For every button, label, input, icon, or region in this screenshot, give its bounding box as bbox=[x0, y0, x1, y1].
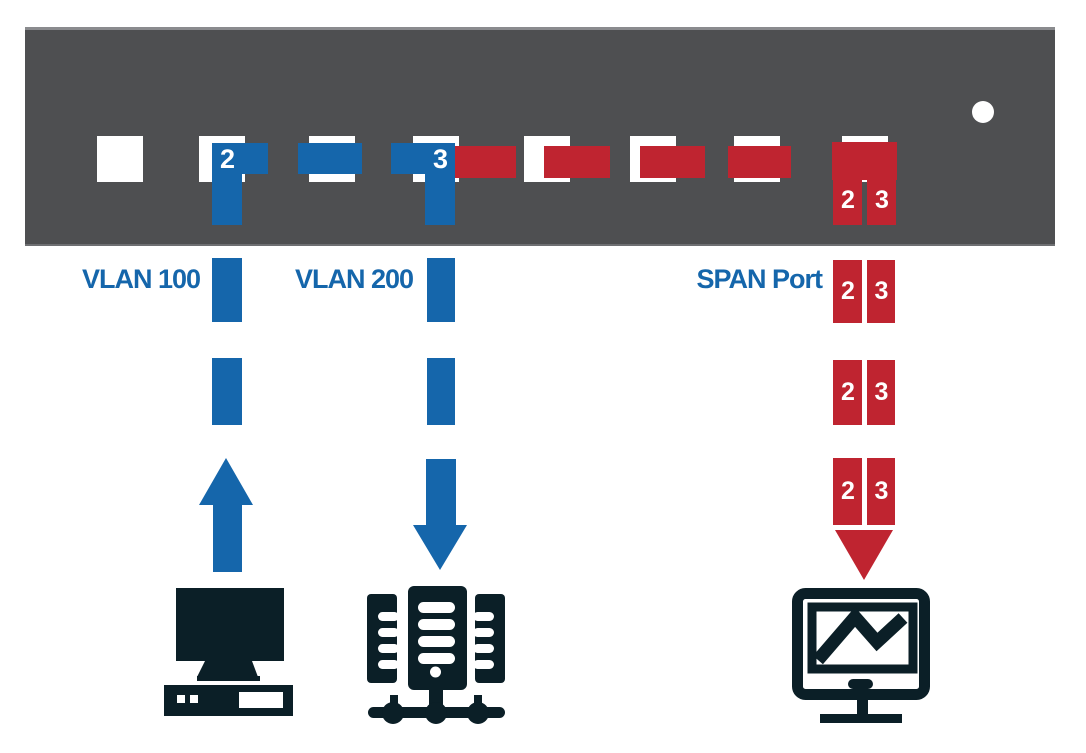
vlan200-label: VLAN 200 bbox=[294, 264, 414, 294]
span-flow-dash-3: 3 bbox=[867, 260, 895, 323]
traffic-analyzer-monitor-icon bbox=[792, 588, 930, 723]
vlan200-flow-dash bbox=[427, 258, 455, 322]
span-flow-dash-2: 2 bbox=[833, 360, 862, 425]
span-flow-dash-2: 2 bbox=[833, 260, 862, 323]
vlan100-flow-dash bbox=[212, 358, 242, 425]
vlan200-down-arrow-icon bbox=[413, 459, 467, 570]
desktop-computer-icon bbox=[164, 588, 293, 716]
vlan100-port-marker bbox=[212, 143, 268, 174]
span-flow-dash-2: 2 bbox=[833, 458, 862, 525]
span-flow-dash-3: 3 bbox=[867, 458, 895, 525]
status-led bbox=[972, 101, 994, 123]
vlan100-up-arrow-icon bbox=[199, 458, 253, 572]
vlan100-flow-dash bbox=[212, 258, 242, 322]
vlan100-port-stem bbox=[212, 174, 242, 225]
span-down-arrowhead-icon bbox=[835, 530, 893, 580]
span-port-stem-2: 2 bbox=[833, 180, 862, 225]
server-rack-icon bbox=[367, 586, 505, 724]
vlan-traffic-dash bbox=[298, 143, 362, 174]
vlan100-label: VLAN 100 bbox=[81, 264, 201, 294]
span-traffic-dash bbox=[728, 146, 791, 178]
span-port-label: SPAN Port bbox=[696, 264, 823, 294]
vlan200-flow-dash bbox=[427, 358, 455, 425]
span-flow-dash-3: 3 bbox=[867, 360, 895, 425]
span-port-marker bbox=[832, 142, 897, 180]
switch-port-1 bbox=[97, 136, 143, 182]
span-traffic-dash bbox=[544, 146, 610, 178]
span-port-stem-3: 3 bbox=[867, 180, 896, 225]
span-traffic-dash bbox=[455, 146, 516, 178]
vlan100-port-number: 2 bbox=[219, 144, 235, 174]
vlan200-port-number: 3 bbox=[432, 144, 448, 174]
span-traffic-dash bbox=[640, 146, 705, 178]
vlan200-port-stem bbox=[425, 174, 455, 225]
vlan200-port-marker bbox=[391, 143, 455, 174]
